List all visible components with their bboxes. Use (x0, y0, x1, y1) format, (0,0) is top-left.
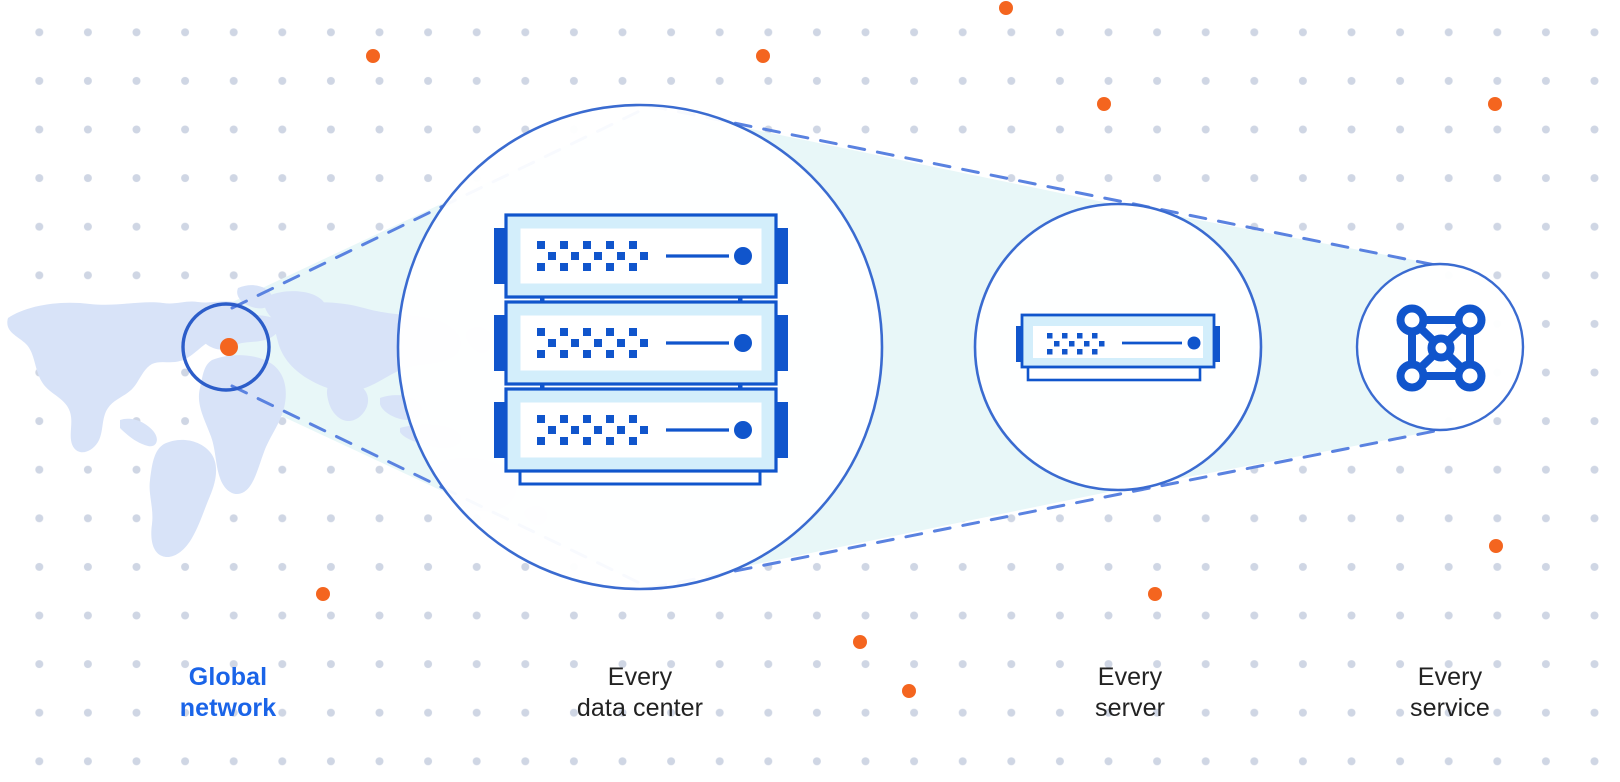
dashed-line-dc-to-server-bottom (648, 428, 1442, 590)
stage-label-server: Every server (1094, 663, 1166, 722)
map-focus-circle (181, 302, 271, 392)
dashed-line-dc-to-server-top (648, 104, 1442, 268)
accent-dot (1488, 97, 1502, 111)
server-rack-icon (494, 213, 788, 486)
accent-dot (999, 1, 1013, 15)
accent-dot (853, 635, 867, 649)
accent-dot (1148, 587, 1162, 601)
accent-dot (316, 587, 330, 601)
accent-dot (902, 684, 916, 698)
accent-dot (1489, 539, 1503, 553)
single-server-icon (1016, 313, 1220, 382)
orange-location-dot (220, 338, 238, 356)
accent-dots (316, 1, 1503, 698)
server-unit (494, 387, 788, 473)
server-unit (494, 300, 788, 386)
accent-dot (366, 49, 380, 63)
stage-label-service: Every service (1410, 663, 1490, 722)
stage-label-data-center: Every data center (576, 663, 704, 722)
accent-dot (756, 49, 770, 63)
accent-dot (1097, 97, 1111, 111)
network-mesh-nodes (1396, 304, 1486, 392)
server-unit (494, 213, 788, 299)
stage-label-global-network: Global network (179, 663, 277, 722)
